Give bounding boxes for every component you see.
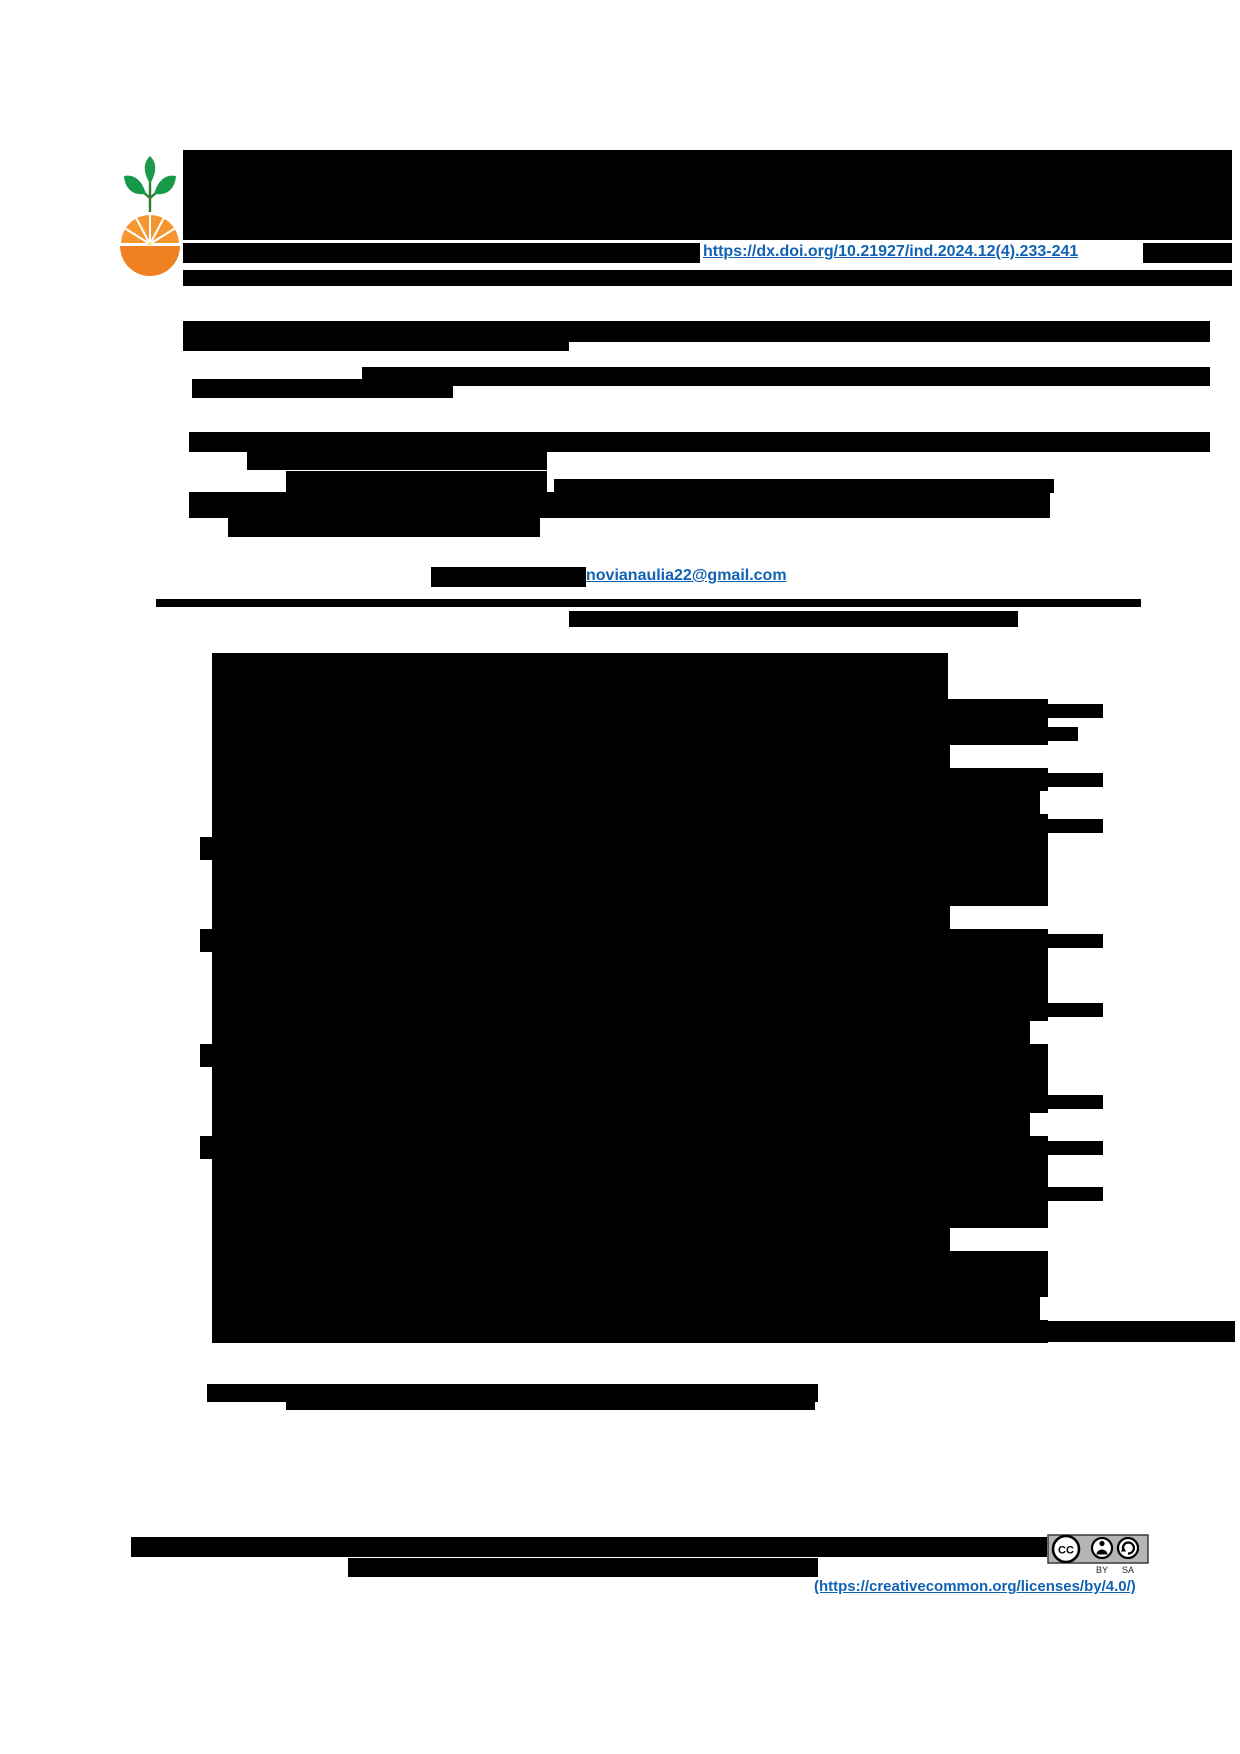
redacted-abstract-line-end <box>1048 1187 1103 1201</box>
redacted-text-bar <box>247 452 547 470</box>
redacted-text-bar <box>183 342 569 351</box>
redacted-abstract-line <box>200 837 1048 860</box>
redacted-text-bar <box>431 567 586 587</box>
redacted-abstract-line <box>212 1205 1048 1228</box>
redacted-text-bar <box>286 1402 815 1410</box>
redacted-text-bar <box>1143 243 1232 263</box>
redacted-text-bar <box>156 599 1141 607</box>
logo-leaf-right <box>154 175 176 195</box>
redacted-abstract-line <box>212 1228 950 1251</box>
svg-text:CC: CC <box>1058 1545 1074 1557</box>
redacted-text-bar <box>362 367 1210 386</box>
redacted-text-bar <box>554 479 1054 493</box>
redacted-abstract-line <box>200 1044 1048 1067</box>
redacted-text-bar <box>189 432 1210 452</box>
redacted-abstract-line <box>212 1182 1048 1205</box>
journal-logo-graphic <box>118 156 182 276</box>
redacted-abstract-line <box>212 883 1048 906</box>
redacted-abstract-line <box>212 1320 1048 1343</box>
redacted-text-bar <box>183 150 1232 240</box>
logo-leaf-top <box>144 156 156 184</box>
redacted-text-bar <box>569 611 1018 627</box>
doi-link[interactable]: https://dx.doi.org/10.21927/ind.2024.12(… <box>703 243 1079 260</box>
redacted-abstract-line <box>212 952 1048 975</box>
logo-fruit-center-dot <box>147 241 153 247</box>
redacted-abstract-line <box>212 699 1048 722</box>
redacted-abstract-line <box>212 1297 1040 1320</box>
cc-icon: CC <box>1051 1534 1081 1564</box>
redacted-text-bar <box>348 1558 818 1577</box>
redacted-abstract-line-end <box>1048 1321 1235 1342</box>
logo-fruit-segments <box>118 212 182 247</box>
cc-by-icon <box>1090 1536 1114 1560</box>
logo-leaf-left <box>124 175 146 195</box>
redacted-abstract-line <box>212 814 1048 837</box>
redacted-abstract-line <box>200 1136 1048 1159</box>
redacted-abstract-line <box>212 1067 1048 1090</box>
redacted-abstract-line-end <box>1048 773 1103 787</box>
redacted-abstract-line <box>212 791 1040 814</box>
cc-by-sa-badge-graphic: CC BY SA <box>1047 1534 1149 1575</box>
redacted-abstract-line <box>212 1159 1048 1182</box>
redacted-abstract-line <box>212 860 1048 883</box>
redacted-abstract-line <box>212 768 1048 791</box>
redacted-abstract-line <box>212 722 1048 745</box>
redacted-abstract-line <box>212 1274 1048 1297</box>
redacted-abstract-line <box>212 1251 1048 1274</box>
license-url-link[interactable]: (https://creativecommon.org/licenses/by/… <box>814 1578 1136 1595</box>
redacted-abstract-line <box>212 745 950 768</box>
redacted-abstract-line-end <box>1048 1095 1103 1109</box>
redacted-abstract-line-end <box>1048 704 1103 718</box>
cc-sa-icon <box>1116 1536 1140 1560</box>
redacted-text-bar <box>192 379 453 398</box>
redacted-abstract-line-end <box>1048 1003 1103 1017</box>
journal-logo <box>112 154 188 286</box>
redacted-abstract-line <box>200 929 1048 952</box>
cc-by-sa-badge[interactable]: CC BY SA <box>1040 1532 1152 1576</box>
redacted-abstract-line <box>212 906 950 929</box>
redacted-abstract-line <box>212 653 948 676</box>
redacted-abstract-line-end <box>1048 934 1103 948</box>
redacted-abstract-line <box>212 1021 1030 1044</box>
redacted-abstract-line <box>212 676 948 699</box>
redacted-abstract-line-end <box>1048 727 1078 741</box>
redacted-text-bar <box>183 243 700 263</box>
redacted-abstract-line-end <box>1048 1141 1103 1155</box>
redacted-text-bar <box>183 321 1210 342</box>
logo-fruit-base <box>120 246 180 276</box>
redacted-abstract-line <box>212 1113 1030 1136</box>
cc-sa-label: SA <box>1122 1565 1134 1575</box>
redacted-text-bar <box>286 471 547 492</box>
redacted-abstract-line <box>212 1090 1048 1113</box>
redacted-abstract-line <box>212 975 1048 998</box>
redacted-abstract-line <box>212 998 1048 1021</box>
redacted-text-bar <box>183 270 1232 286</box>
redacted-text-bar <box>131 1537 1047 1557</box>
redacted-text-bar <box>207 1384 818 1402</box>
redacted-text-bar <box>189 492 1050 518</box>
redacted-abstract-line-end <box>1048 819 1103 833</box>
correspondence-email-link[interactable]: novianaulia22@gmail.com <box>586 567 787 584</box>
cc-by-label: BY <box>1096 1565 1108 1575</box>
redacted-text-bar <box>228 518 540 537</box>
